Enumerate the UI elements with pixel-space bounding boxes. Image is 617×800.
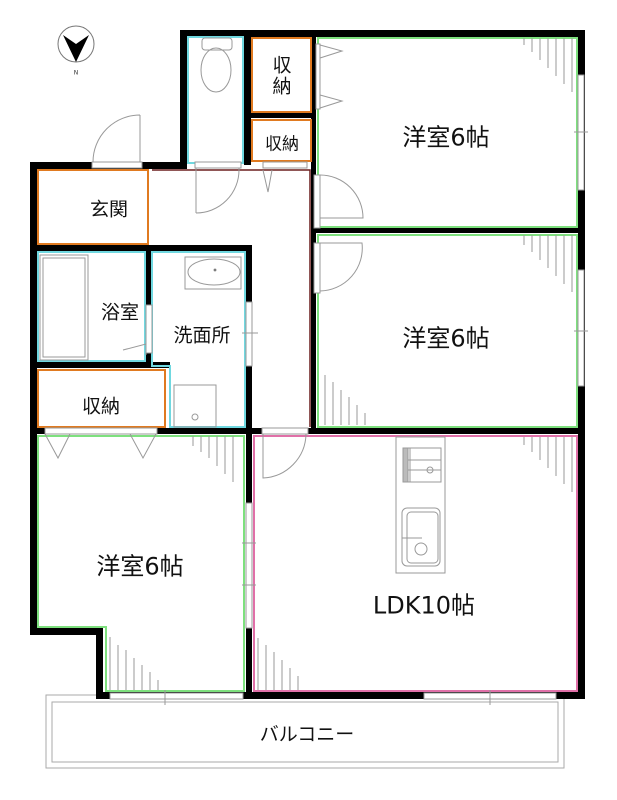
fixtures — [39, 37, 588, 705]
room-label-ldk: LDK10帖 — [372, 591, 476, 620]
hatch-marks — [109, 38, 573, 690]
room-label-storage-left: 収納 — [81, 395, 121, 418]
room-label-bathroom: 浴室 — [100, 301, 140, 324]
north-arrow-icon — [57, 25, 95, 63]
room-label-storage-small: 収納 — [265, 134, 299, 155]
north-label: N — [73, 69, 79, 77]
room-label-western-ne: 洋室6帖 — [402, 123, 490, 152]
room-outlines — [37, 36, 578, 692]
room-label-balcony: バルコニー — [259, 723, 355, 746]
exterior-walls — [30, 30, 585, 699]
room-label-washroom: 洗面所 — [173, 324, 231, 347]
room-label-storage-top: 収納 — [269, 55, 292, 97]
room-label-western-e: 洋室6帖 — [402, 324, 490, 353]
room-label-western-sw: 洋室6帖 — [96, 552, 184, 581]
room-label-entrance: 玄関 — [89, 198, 129, 221]
